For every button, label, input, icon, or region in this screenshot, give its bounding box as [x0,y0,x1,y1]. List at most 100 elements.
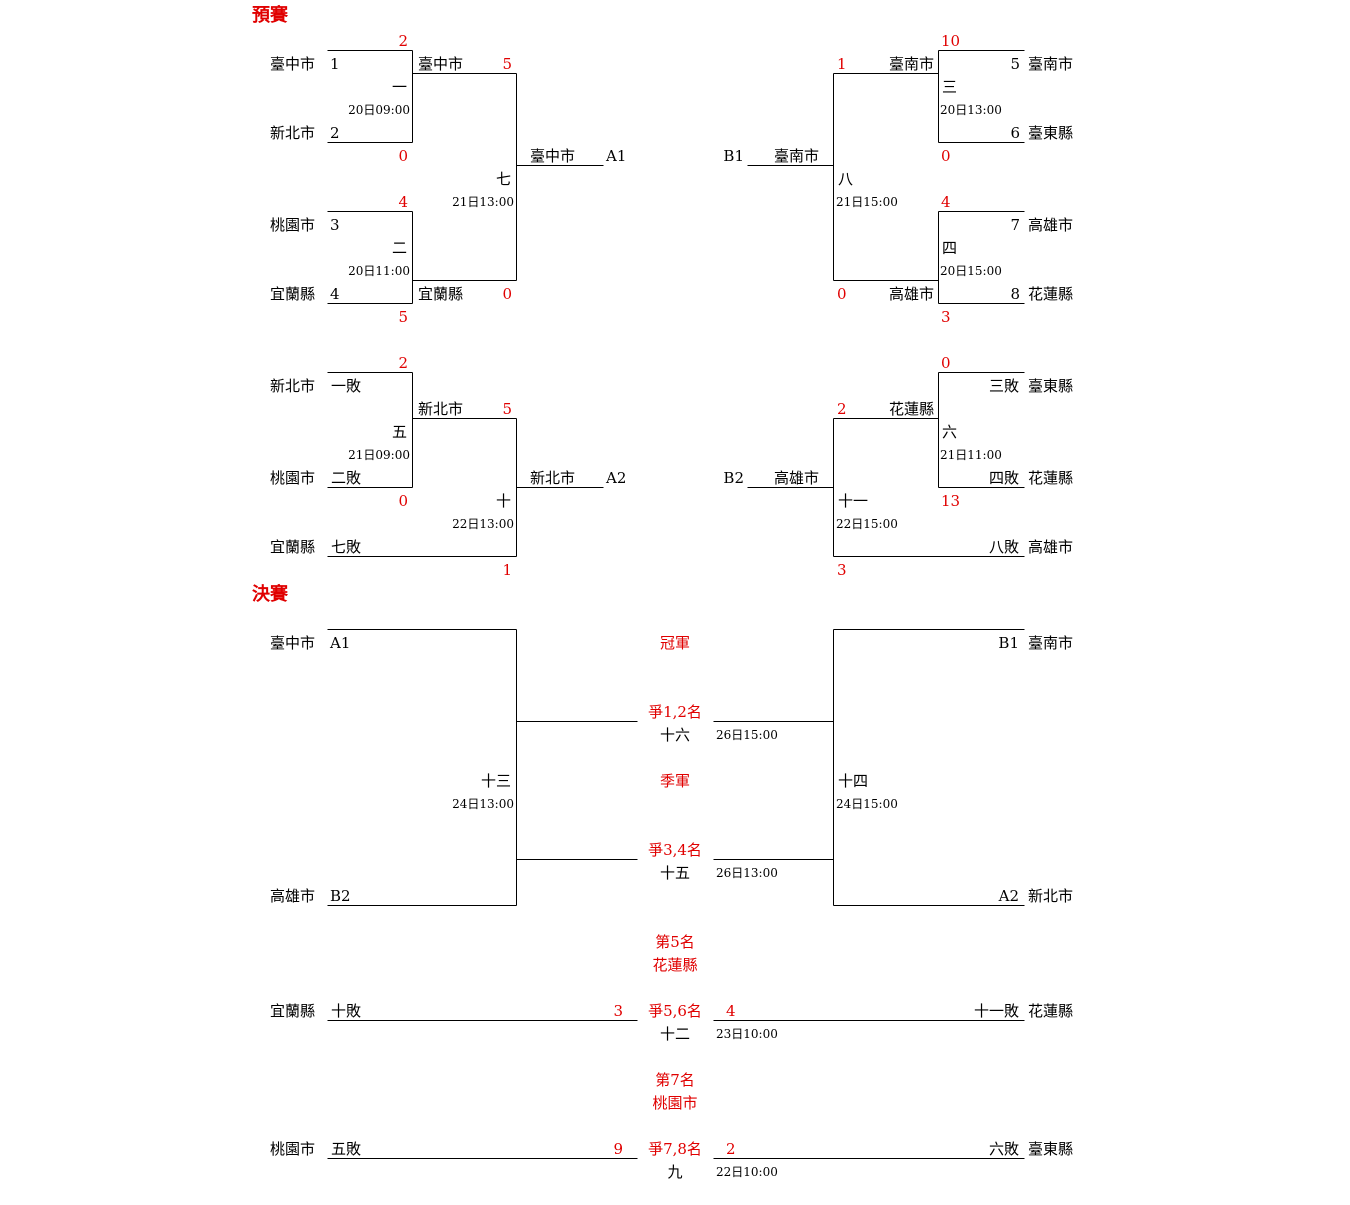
team-label: 臺中市 [530,147,576,165]
game-time: 23日10:00 [716,1027,778,1041]
source-label: 七敗 [331,538,362,556]
score-label: 9 [613,1140,623,1158]
score-label: 0 [941,354,951,372]
score-label: 5 [502,55,512,73]
source-label: 十敗 [331,1002,362,1020]
score-label: 5 [398,308,408,326]
team-label: 臺中市 [418,55,464,73]
game-number: 九 [667,1163,683,1181]
team-label: 臺中市 [270,634,316,652]
team-label: 高雄市 [270,887,316,905]
score-label: 3 [613,1002,623,1020]
team-label: 臺東縣 [1028,124,1074,142]
slot-label: A2 [606,469,627,487]
match-label: 爭7,8名 [648,1140,702,1158]
final-heading: 決賽 [252,584,288,605]
team-label: 新北市 [418,400,464,418]
slot-label: B2 [723,469,744,487]
score-label: 3 [941,308,951,326]
source-label: 二敗 [331,469,362,487]
team-label: 桃園市 [270,216,316,234]
match-label: 爭3,4名 [648,841,702,859]
game-time: 21日15:00 [836,195,898,209]
game-number: 十五 [659,864,690,882]
game-time: 20日13:00 [940,103,1002,117]
team-label: 新北市 [1028,887,1074,905]
team-label: 宜蘭縣 [418,285,464,303]
game-number: 十一 [838,492,869,510]
game-time: 26日13:00 [716,866,778,880]
game-time: 20日11:00 [348,264,410,278]
source-label: 三敗 [988,377,1019,395]
game-time: 22日15:00 [836,517,898,531]
seed-label: 5 [1010,55,1020,73]
team-label: 桃園市 [270,469,316,487]
game-number: 八 [838,170,854,188]
match-label: 爭5,6名 [648,1002,702,1020]
team-label: 高雄市 [1028,538,1074,556]
team-label: 高雄市 [773,469,819,487]
game-time: 21日09:00 [348,448,410,462]
placement-team: 桃園市 [652,1094,698,1112]
game-number: 七 [495,170,511,188]
game-time: 21日13:00 [452,195,514,209]
game-time: 24日13:00 [452,797,514,811]
slot-label: B2 [330,887,351,905]
team-label: 新北市 [270,124,316,142]
game-number: 十六 [659,726,690,744]
slot-label: B1 [723,147,744,165]
seed-label: 7 [1010,216,1020,234]
score-label: 2 [398,32,408,50]
score-label: 4 [398,193,408,211]
game-number: 十三 [480,772,511,790]
team-label: 宜蘭縣 [270,538,316,556]
source-label: 十一敗 [973,1002,1019,1020]
game-number: 十 [495,492,511,510]
score-label: 4 [726,1002,736,1020]
game-time: 20日15:00 [940,264,1002,278]
game-number: 二 [391,239,407,257]
team-label: 臺南市 [1028,55,1074,73]
seed-label: 2 [330,124,340,142]
game-number: 五 [391,423,407,441]
source-label: 八敗 [988,538,1019,556]
team-label: 臺南市 [773,147,819,165]
score-label: 1 [837,55,847,73]
source-label: 六敗 [988,1140,1019,1158]
seed-label: 6 [1010,124,1020,142]
slot-label: A1 [606,147,627,165]
game-time: 24日15:00 [836,797,898,811]
team-label: 高雄市 [888,285,934,303]
team-label: 花蓮縣 [1028,1002,1074,1020]
score-label: 2 [398,354,408,372]
team-label: 桃園市 [270,1140,316,1158]
team-label: 花蓮縣 [888,400,934,418]
score-label: 4 [941,193,951,211]
seed-label: 4 [330,285,340,303]
game-time: 20日09:00 [348,103,410,117]
match-label: 爭1,2名 [648,703,702,721]
seed-label: 8 [1010,285,1020,303]
game-time: 26日15:00 [716,728,778,742]
champion-label: 冠軍 [659,634,690,652]
slot-label: A1 [330,634,351,652]
game-time: 21日11:00 [940,448,1002,462]
score-label: 0 [502,285,512,303]
team-label: 臺中市 [270,55,316,73]
team-label: 臺東縣 [1028,1140,1074,1158]
game-number: 一 [391,78,407,96]
slot-label: A2 [998,887,1019,905]
team-label: 新北市 [270,377,316,395]
score-label: 2 [726,1140,736,1158]
game-number: 十四 [838,772,869,790]
score-label: 3 [837,561,847,579]
team-label: 新北市 [530,469,576,487]
team-label: 花蓮縣 [1028,469,1074,487]
team-label: 宜蘭縣 [270,285,316,303]
placement-team: 花蓮縣 [652,956,698,974]
slot-label: B1 [998,634,1019,652]
score-label: 1 [502,561,512,579]
source-label: 五敗 [331,1140,362,1158]
score-label: 5 [502,400,512,418]
